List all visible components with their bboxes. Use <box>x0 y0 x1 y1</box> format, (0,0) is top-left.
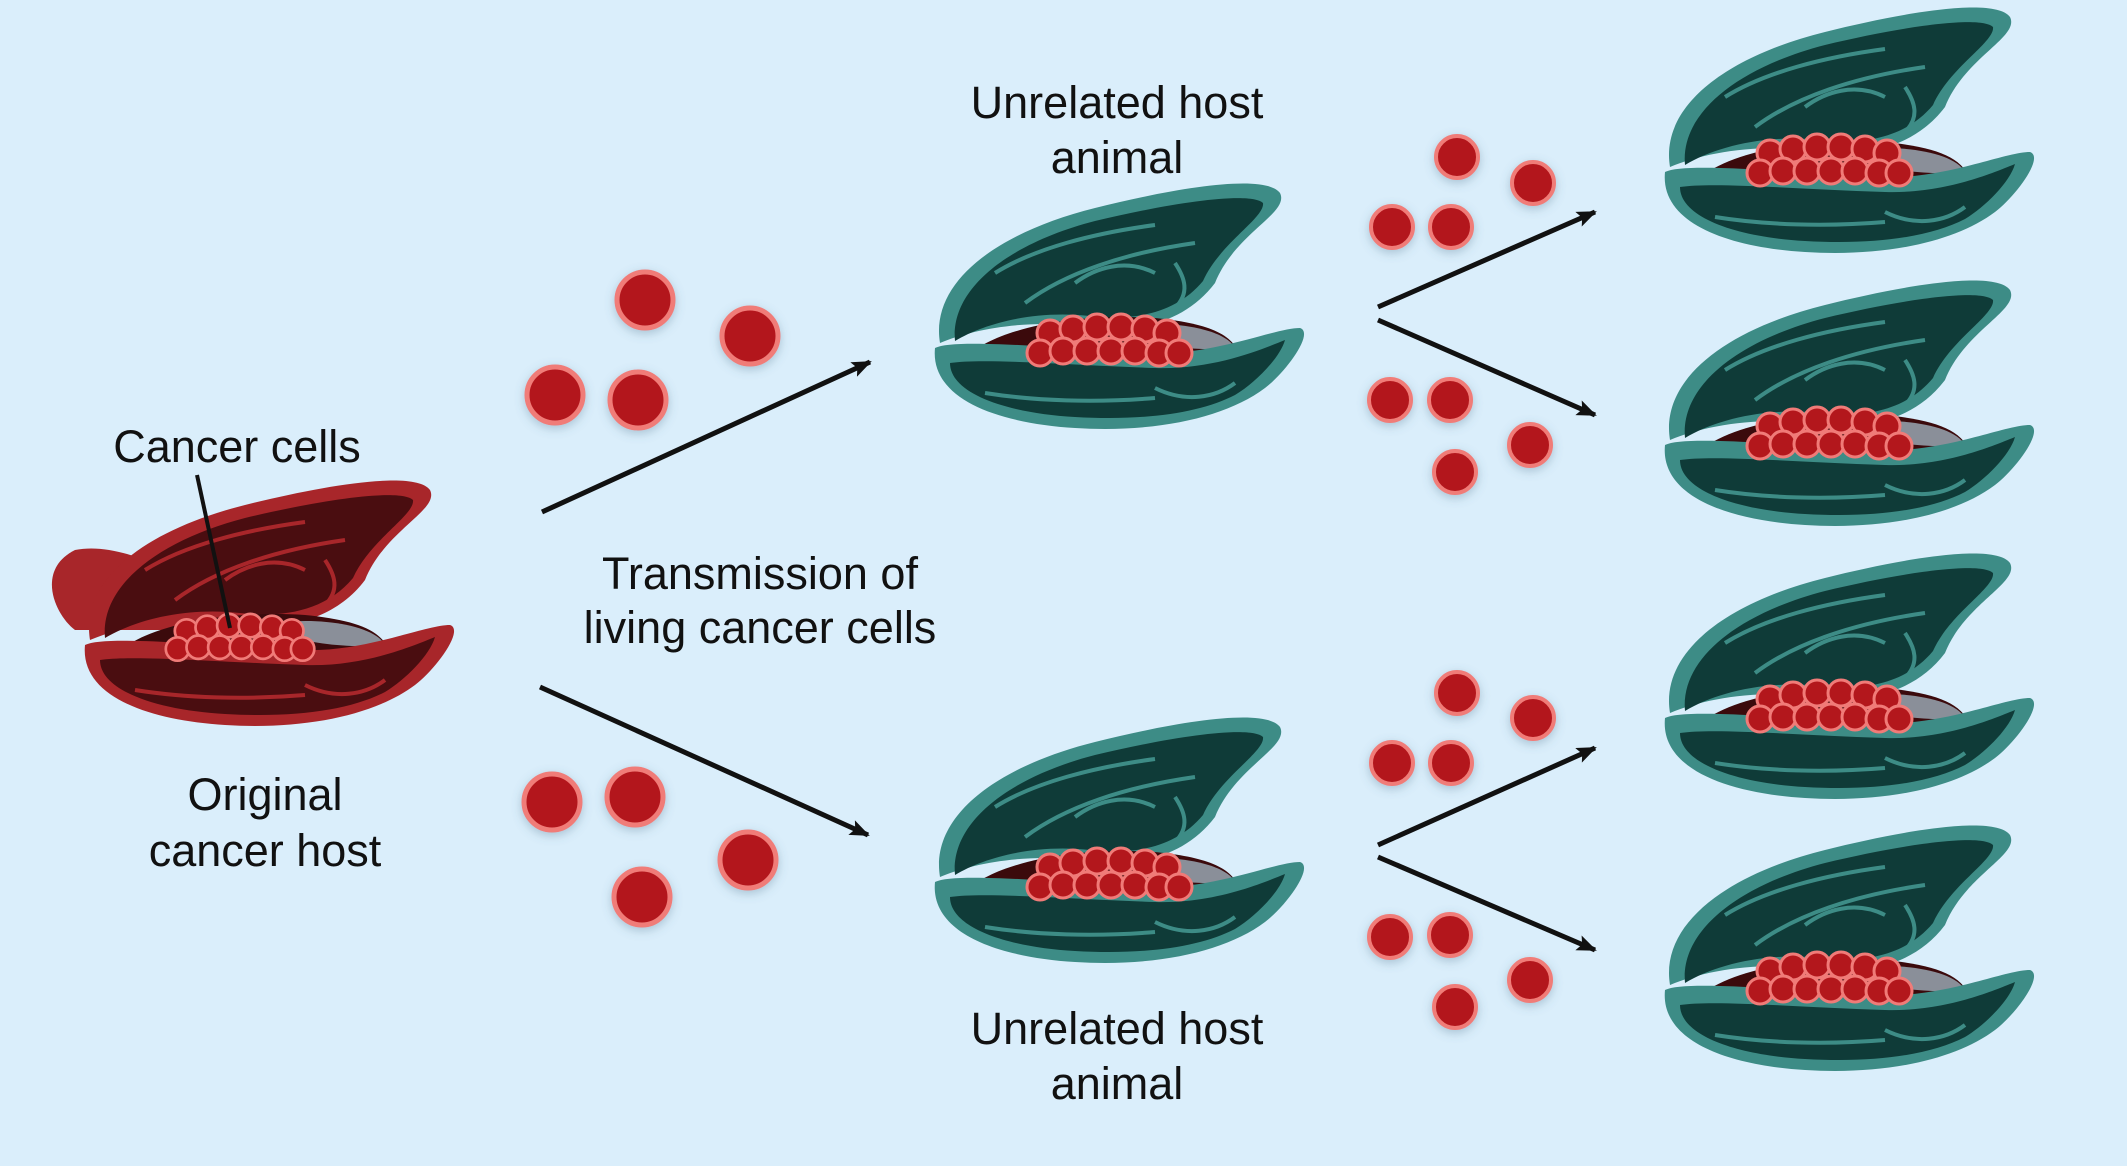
cancer-cell-group-right <box>1367 134 1556 1030</box>
transmission-label-line1: Transmission of <box>602 548 918 599</box>
cancer-cell-icon <box>524 364 586 426</box>
cancer-cell-icon <box>1510 695 1556 741</box>
bottom-host-label-line2: animal <box>1051 1058 1184 1109</box>
cancer-cell-icon <box>1432 984 1478 1030</box>
original-host-label-line1: Original <box>187 769 342 820</box>
cancer-cell-icon <box>717 829 779 891</box>
cancer-cell-icon <box>1432 449 1478 495</box>
arrows <box>538 209 1597 953</box>
cancer-cell-icon <box>1510 160 1556 206</box>
top-host-label-line1: Unrelated host <box>971 77 1264 128</box>
offspring-mussel-icon-4 <box>1662 823 2037 1073</box>
cancer-cell-icon <box>1428 740 1474 786</box>
cancer-cell-icon <box>521 771 583 833</box>
offspring-mussel-icon-2 <box>1662 278 2037 528</box>
cancer-cell-icon <box>604 766 666 828</box>
arrow-icon <box>1377 854 1597 953</box>
cancer-cell-icon <box>607 369 669 431</box>
cancer-cell-icon <box>1434 670 1480 716</box>
cancer-cell-icon <box>1369 740 1415 786</box>
cancer-cell-icon <box>1507 422 1553 468</box>
cancer-cell-icon <box>1427 377 1473 423</box>
top-host-mussel-icon <box>932 181 1307 431</box>
arrow-icon <box>540 359 872 515</box>
cancer-cell-icon <box>1428 204 1474 250</box>
offspring-mussel-icon-1 <box>1662 5 2037 255</box>
offspring-mussel-icon-3 <box>1662 551 2037 801</box>
cancer-cell-icon <box>1434 134 1480 180</box>
bottom-host-mussel-icon <box>932 715 1307 965</box>
cancer-cells-label: Cancer cells <box>113 421 361 472</box>
cancer-cell-icon <box>719 305 781 367</box>
top-host-label-line2: animal <box>1051 132 1184 183</box>
arrow-icon <box>538 684 870 838</box>
cancer-cell-icon <box>1367 377 1413 423</box>
arrow-icon <box>1376 317 1597 418</box>
cancer-cell-icon <box>1507 957 1553 1003</box>
cancer-cell-icon <box>1427 912 1473 958</box>
cancer-cell-group-left-bottom <box>521 766 779 928</box>
arrow-icon <box>1376 745 1597 848</box>
arrow-icon <box>1376 209 1597 310</box>
cancer-cell-icon <box>611 866 673 928</box>
bottom-host-label-line1: Unrelated host <box>971 1003 1264 1054</box>
cancer-cells-pointer <box>195 474 232 629</box>
original-host-mussel-icon <box>49 478 457 728</box>
cancer-cell-icon <box>614 269 676 331</box>
cancer-cell-icon <box>1367 914 1413 960</box>
transmission-label-line2: living cancer cells <box>584 602 937 653</box>
original-host-label-line2: cancer host <box>149 825 382 876</box>
cancer-cell-group-left-top <box>524 269 781 431</box>
cancer-cell-icon <box>1369 204 1415 250</box>
